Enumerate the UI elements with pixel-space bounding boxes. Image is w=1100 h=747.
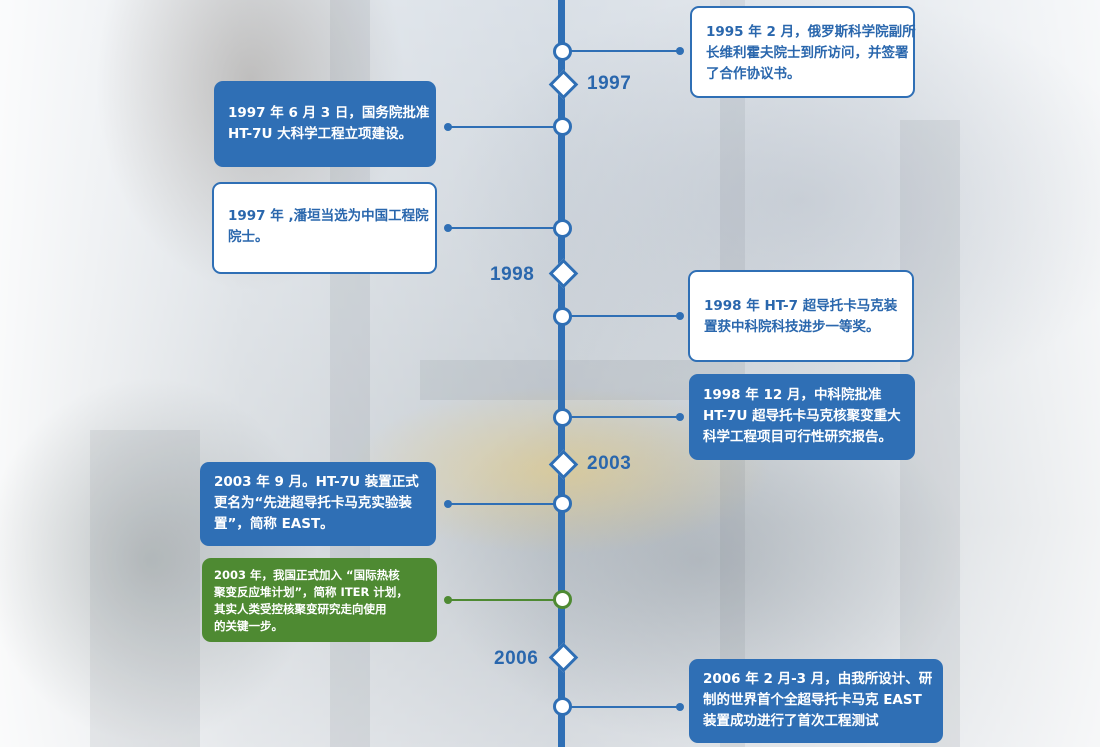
timeline-node <box>553 494 572 513</box>
connector-line <box>448 126 555 128</box>
connector-dot <box>676 312 684 320</box>
timeline-node <box>553 117 572 136</box>
connector-dot <box>444 123 452 131</box>
connector-line <box>570 416 680 418</box>
connector-dot <box>676 413 684 421</box>
event-card-1998: 1998 年 HT-7 超导托卡马克装 置获中科院科技进步一等奖。 <box>688 270 914 362</box>
connector-dot <box>676 703 684 711</box>
connector-line <box>570 50 680 52</box>
year-label-1997: 1997 <box>587 73 632 94</box>
connector-dot <box>444 500 452 508</box>
connector-line <box>448 599 555 601</box>
connector-dot <box>444 596 452 604</box>
event-card-1998-12: 1998 年 12 月，中科院批准 HT-7U 超导托卡马克核聚变重大 科学工程… <box>689 374 915 460</box>
timeline-node-highlight <box>553 590 572 609</box>
connector-line <box>570 315 680 317</box>
event-card-2006-02: 2006 年 2 月-3 月，由我所设计、研 制的世界首个全超导托卡马克 EAS… <box>689 659 943 743</box>
year-label-2003: 2003 <box>587 453 632 474</box>
connector-dot <box>676 47 684 55</box>
event-card-1997-06: 1997 年 6 月 3 日，国务院批准 HT-7U 大科学工程立项建设。 <box>214 81 436 167</box>
timeline-node <box>553 219 572 238</box>
connector-line <box>570 706 680 708</box>
connector-line <box>448 503 555 505</box>
year-label-1998: 1998 <box>490 264 535 285</box>
event-card-1997: 1997 年 ,潘垣当选为中国工程院 院士。 <box>212 182 437 274</box>
event-card-1995-02: 1995 年 2 月，俄罗斯科学院副所 长维利霍夫院士到所访问，并签署 了合作协… <box>690 6 916 98</box>
timeline-axis <box>558 0 565 747</box>
event-card-2003-09: 2003 年 9 月。HT-7U 装置正式 更名为“先进超导托卡马克实验装 置”… <box>200 462 436 546</box>
connector-dot <box>444 224 452 232</box>
connector-line <box>448 227 555 229</box>
event-card-2003-iter: 2003 年，我国正式加入 “国际热核 聚变反应堆计划”，简称 ITER 计划，… <box>202 558 437 642</box>
year-label-2006: 2006 <box>494 648 539 669</box>
